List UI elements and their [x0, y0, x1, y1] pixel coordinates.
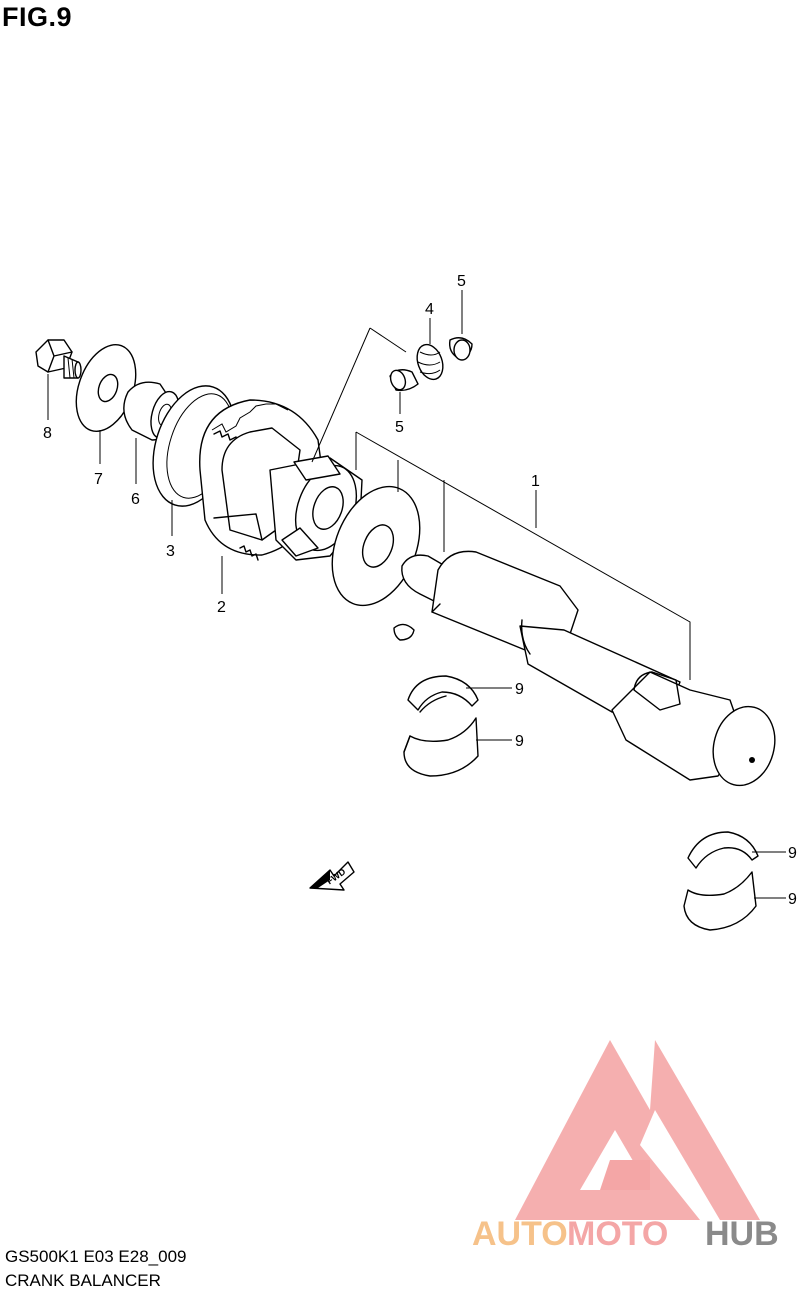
callout-5-upper: 5 — [457, 273, 466, 290]
part-9-bearing-lower-a — [687, 831, 759, 869]
callout-4: 4 — [425, 301, 434, 318]
callout-7: 7 — [94, 471, 103, 488]
callout-9-c: 9 — [788, 845, 797, 862]
part-4-spring — [416, 343, 444, 381]
leader-lines — [47, 290, 786, 899]
callout-8: 8 — [43, 425, 52, 442]
callout-2: 2 — [217, 599, 226, 616]
watermark-text-auto: AUTO — [472, 1215, 568, 1253]
part-1-washer — [331, 485, 421, 607]
part-5-pin-lower — [389, 369, 419, 392]
part-9-bearing-upper-a — [407, 675, 479, 713]
callout-9-a: 9 — [515, 681, 524, 698]
watermark-logo — [515, 1040, 760, 1220]
model-code: GS500K1 E03 E28_009 — [5, 1247, 187, 1266]
part-9-bearing-lower-b — [683, 871, 757, 931]
callout-5-lower: 5 — [395, 419, 404, 436]
part-9-bearing-upper-b — [403, 717, 479, 777]
callout-9-d: 9 — [788, 891, 797, 908]
watermark-text-hub: HUB — [705, 1215, 779, 1253]
figure-title: FIG.9 — [2, 2, 73, 32]
part-5-pin-upper — [448, 337, 473, 361]
part-8-bolt — [35, 339, 82, 379]
part-1-balancer-shaft — [401, 550, 776, 787]
callout-6: 6 — [131, 491, 140, 508]
callout-9-b: 9 — [515, 733, 524, 750]
callout-3: 3 — [166, 543, 175, 560]
section-name: CRANK BALANCER — [5, 1271, 161, 1290]
fwd-direction-marker — [309, 861, 355, 891]
callout-1: 1 — [531, 473, 540, 490]
watermark-text-moto: MOTO — [567, 1215, 668, 1253]
part-7-washer — [75, 344, 137, 432]
part-1-key — [393, 623, 415, 641]
